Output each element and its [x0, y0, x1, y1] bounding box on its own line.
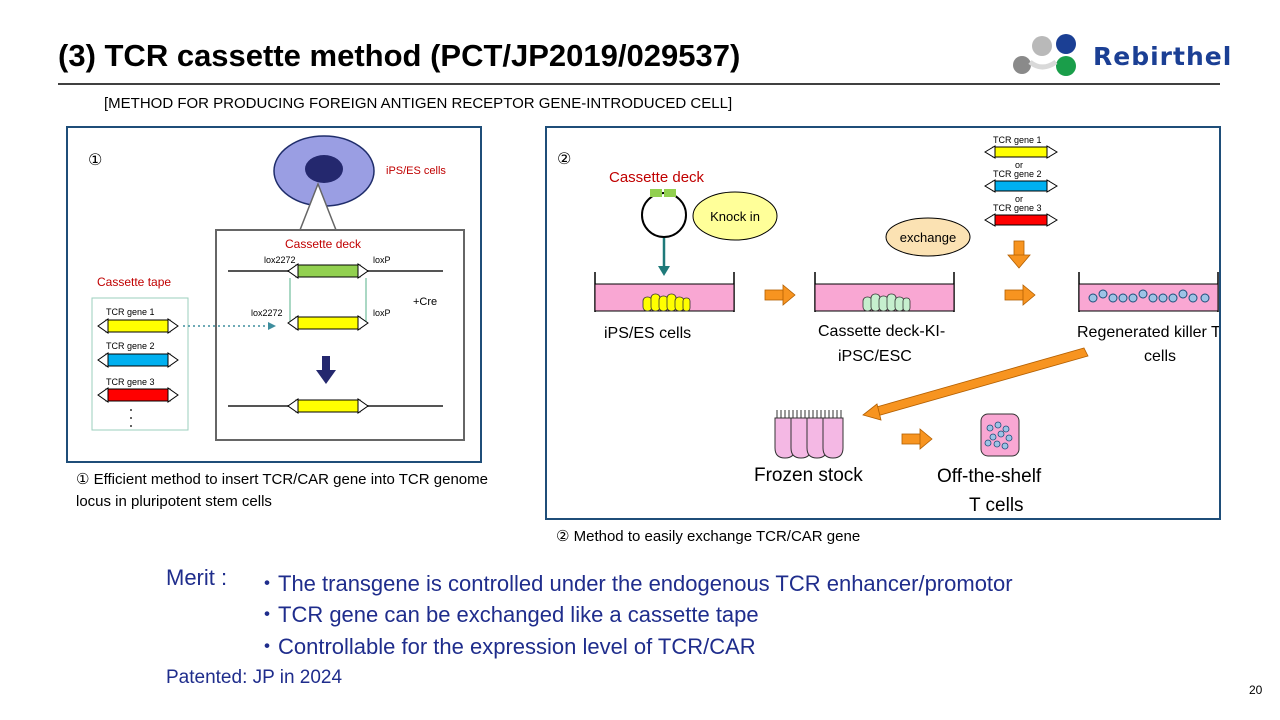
patented-note: Patented: JP in 2024 — [166, 667, 343, 688]
or-label-2: or — [1015, 194, 1023, 204]
genome-box — [215, 229, 465, 441]
or-label-1: or — [1015, 160, 1023, 170]
tape-gene-2 — [97, 352, 179, 368]
lox-right-bottom: loxP — [373, 308, 391, 318]
lox-left-bottom: lox2272 — [251, 308, 283, 318]
merit-item-2: ・TCR gene can be exchanged like a casset… — [256, 602, 759, 627]
tape-gene-1-label: TCR gene 1 — [106, 307, 155, 317]
caption-2: ② Method to easily exchange TCR/CAR gene — [556, 528, 861, 545]
off-the-shelf-tube-icon — [980, 413, 1020, 457]
stage2-label-line1: Cassette deck-KI- — [818, 323, 945, 340]
dish-ips — [594, 272, 735, 312]
merit-item-3: ・Controllable for the expression level o… — [256, 634, 756, 659]
merit-label: Merit : — [166, 565, 228, 590]
plasmid-icon — [641, 189, 687, 238]
arrow-down-exchange — [1007, 240, 1031, 269]
panel1-tape-label: Cassette tape — [97, 275, 171, 289]
result-gene-yellow — [287, 398, 369, 414]
subtitle: [METHOD FOR PRODUCING FOREIGN ANTIGEN RE… — [104, 95, 733, 112]
ips-cell-icon — [273, 135, 375, 207]
tape-gene-3 — [97, 387, 179, 403]
option-gene-3-label: TCR gene 3 — [993, 203, 1042, 213]
down-arrow-icon — [316, 356, 336, 384]
caption-1: ① Efficient method to insert TCR/CAR gen… — [76, 471, 488, 510]
stage2-label-line2: iPSC/ESC — [838, 348, 912, 365]
ellipsis-dots — [130, 409, 132, 427]
panel-exchange-method: ② Cassette deck Knock in iPS/ES cells — [545, 126, 1221, 520]
stage3-label-line1: Regenerated killer T — [1077, 324, 1219, 341]
stage3-label-line2: cells — [1144, 348, 1176, 365]
frozen-stock-tubes-icon — [774, 410, 844, 459]
tape-gene-3-label: TCR gene 3 — [106, 377, 155, 387]
insert-dotted-arrow — [183, 322, 276, 330]
lox-right-top: loxP — [373, 255, 391, 265]
option-gene-2-label: TCR gene 2 — [993, 169, 1042, 179]
stage1-label: iPS/ES cells — [604, 325, 691, 342]
incoming-gene-yellow — [287, 315, 369, 331]
logo-text: Rebirthel — [1093, 42, 1233, 71]
page-number: 20 — [1249, 683, 1263, 697]
knock-in-arrow — [658, 238, 670, 276]
tape-gene-1 — [97, 318, 179, 334]
title-rule — [58, 83, 1220, 85]
option-gene-1-label: TCR gene 1 — [993, 135, 1042, 145]
panel-insert-method: ① iPS/ES cells Cassette deck lox2272 lox… — [66, 126, 482, 463]
frozen-stock-label: Frozen stock — [754, 465, 863, 486]
cre-label: +Cre — [413, 296, 437, 308]
option-gene-2 — [984, 179, 1058, 193]
option-gene-3 — [984, 213, 1058, 227]
dish-cassette-ki — [814, 272, 955, 312]
dish-killer-t — [1078, 272, 1219, 312]
panel1-deck-label: Cassette deck — [285, 237, 362, 251]
option-gene-1 — [984, 145, 1058, 159]
arrow-diagonal-to-stock — [862, 347, 1089, 421]
cassette-tape-box — [91, 297, 189, 431]
panel1-number: ① — [88, 152, 102, 169]
logo-mark — [1013, 34, 1076, 76]
merit-item-1: ・The transgene is controlled under the e… — [256, 571, 1013, 596]
exchange-label: exchange — [900, 230, 956, 245]
tape-gene-2-label: TCR gene 2 — [106, 341, 155, 351]
lox-left-top: lox2272 — [264, 255, 296, 265]
knock-in-label: Knock in — [710, 209, 760, 224]
panel1-cell-label: iPS/ES cells — [386, 165, 446, 177]
deck-cassette-green — [287, 263, 369, 279]
offshelf-label-line1: Off-the-shelf — [937, 466, 1042, 487]
slide-title: (3) TCR cassette method (PCT/JP2019/0295… — [58, 38, 741, 73]
arrow-right-1 — [764, 284, 796, 306]
arrow-right-2 — [1004, 284, 1036, 306]
panel2-deck-label: Cassette deck — [609, 169, 705, 186]
panel2-number: ② — [557, 151, 571, 168]
arrow-right-3 — [901, 428, 933, 450]
offshelf-label-line2: T cells — [969, 495, 1024, 516]
